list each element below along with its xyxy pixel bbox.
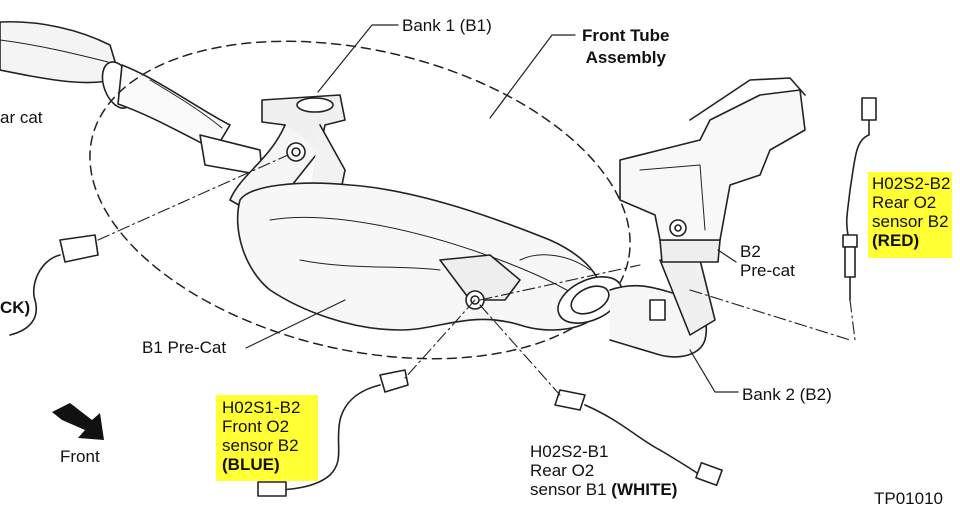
label-front-tube-assembly: Front Tube Assembly bbox=[582, 26, 670, 67]
h02s2-b2-code: H02S2-B2 bbox=[872, 174, 951, 193]
h02s2-b1-color: (WHITE) bbox=[611, 480, 678, 499]
label-sensor-h02s2-b1: H02S2-B1 Rear O2 sensor B1 (WHITE) bbox=[530, 442, 677, 499]
h02s2-b1-desc1: Rear O2 bbox=[530, 461, 595, 480]
sensor-h02s1-b2 bbox=[257, 369, 409, 497]
h02s1-b2-code: H02S1-B2 bbox=[222, 398, 301, 417]
h02s2-b2-desc1: Rear O2 bbox=[872, 193, 937, 212]
bank2-manifold bbox=[619, 77, 806, 241]
front-tube-line1: Front Tube bbox=[582, 26, 670, 45]
b2-precat-line2: Pre-cat bbox=[740, 261, 795, 280]
label-bank1: Bank 1 (B1) bbox=[402, 16, 492, 35]
highlight-h02s1-b2 bbox=[216, 395, 318, 481]
h02s2-b2-color: (RED) bbox=[872, 231, 920, 250]
h02s1-b2-color: (BLUE) bbox=[222, 455, 280, 474]
sensor-axes bbox=[97, 154, 856, 396]
label-figure-code: TP01010 bbox=[874, 489, 943, 508]
sensor-h02s2-b2 bbox=[842, 97, 877, 301]
h02s2-b2-desc2: sensor B2 bbox=[872, 212, 949, 231]
label-b2-precat: B2 Pre-cat bbox=[740, 242, 795, 280]
label-sensor-h02s2-b2: H02S2-B2 Rear O2 sensor B2 (RED) bbox=[872, 174, 956, 250]
h02s2-b1-desc2: sensor B1 bbox=[530, 480, 607, 499]
label-sensor-h02s1-b2: H02S1-B2 Front O2 sensor B2 (BLUE) bbox=[222, 398, 300, 474]
label-bank2: Bank 2 (B2) bbox=[742, 385, 832, 404]
front-tube-line2: Assembly bbox=[585, 48, 666, 67]
sensor-h02s2-b1 bbox=[554, 389, 723, 487]
bank2-pipe bbox=[557, 239, 721, 358]
label-ck-partial: CK) bbox=[0, 298, 31, 317]
h02s1-b2-desc1: Front O2 bbox=[222, 417, 290, 436]
b1-precat-body bbox=[236, 182, 604, 331]
label-rear-cat: ar cat bbox=[0, 108, 43, 127]
b2-precat-line1: B2 bbox=[740, 242, 761, 261]
rear-tube bbox=[0, 20, 263, 176]
front-arrow-icon bbox=[52, 403, 104, 440]
label-b1-precat: B1 Pre-Cat bbox=[142, 338, 227, 357]
highlight-h02s2-b2 bbox=[868, 172, 952, 258]
h02s1-b2-desc2: sensor B2 bbox=[222, 436, 299, 455]
leader-lines bbox=[245, 24, 739, 393]
label-front: Front bbox=[60, 447, 100, 466]
h02s2-b1-code: H02S2-B1 bbox=[530, 442, 609, 461]
h02s2-b1-desc-line: sensor B1 (WHITE) bbox=[530, 480, 677, 499]
sensor-left-partial bbox=[9, 234, 99, 336]
assembly-outline bbox=[89, 40, 631, 360]
